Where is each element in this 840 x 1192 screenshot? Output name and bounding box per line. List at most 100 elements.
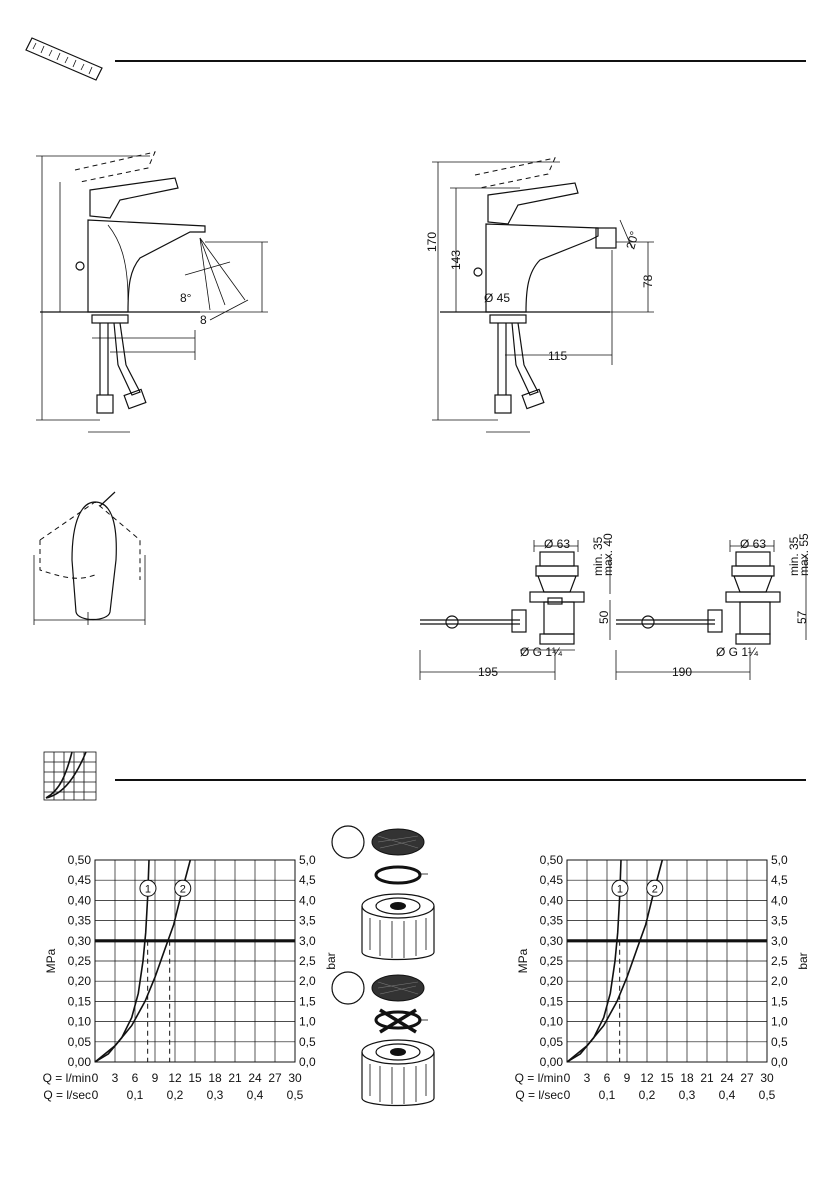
y-right-tick-label: 3,5 <box>771 914 788 928</box>
y-left-tick-label: 0,15 <box>540 994 564 1008</box>
bidet-angle: 20° <box>623 229 641 250</box>
series-label-text: 2 <box>180 883 186 895</box>
waste-set-1-drawing <box>419 540 611 680</box>
y-left-tick-label: 0,05 <box>540 1035 564 1049</box>
x-tick-label-lsec: 0,2 <box>639 1088 656 1102</box>
y-left-tick-label: 0,35 <box>68 914 92 928</box>
x-tick-label-lmin: 18 <box>208 1071 222 1085</box>
waste-set-2-drawing <box>615 540 807 680</box>
y-left-tick-label: 0,45 <box>68 873 92 887</box>
y-right-tick-label: 3,0 <box>771 934 788 948</box>
y-right-tick-label: 1,0 <box>771 1015 788 1029</box>
y-right-tick-label: 3,5 <box>299 914 316 928</box>
series-curve-2 <box>566 859 664 1063</box>
tap1-angle-b: 8 <box>200 313 207 327</box>
waste2-thread: Ø G 1¼ <box>716 645 759 659</box>
y-left-tick-label: 0,20 <box>540 974 564 988</box>
bidet-reach: 115 <box>548 349 567 363</box>
series-label-text: 1 <box>145 883 151 895</box>
y-left-tick-label: 0,15 <box>68 994 92 1008</box>
lever-top-view <box>33 491 146 625</box>
waste1-height: 50 <box>597 610 611 624</box>
y-right-tick-label: 0,0 <box>771 1055 788 1069</box>
x-tick-label-lsec: 0 <box>564 1088 571 1102</box>
series-label-circle <box>174 879 192 897</box>
series-label-text: 1 <box>617 883 623 895</box>
y-right-tick-label: 4,0 <box>771 893 788 907</box>
y-left-tick-label: 0,00 <box>68 1055 92 1069</box>
x-tick-label-lsec: 0,2 <box>167 1088 184 1102</box>
x-tick-label-lmin: 18 <box>680 1071 694 1085</box>
waste1-max: max. 40 <box>601 533 615 576</box>
waste2-length: 190 <box>672 665 692 679</box>
x-tick-label-lsec: 0,4 <box>247 1088 264 1102</box>
y-right-tick-label: 0,0 <box>299 1055 316 1069</box>
x-tick-label-lmin: 21 <box>700 1071 714 1085</box>
x-tick-label-lmin: 9 <box>624 1071 631 1085</box>
waste2-diameter: Ø 63 <box>740 537 766 551</box>
y-left-tick-label: 0,30 <box>68 934 92 948</box>
y-left-tick-label: 0,25 <box>540 954 564 968</box>
y-right-tick-label: 1,5 <box>771 994 788 1008</box>
x-tick-label-lsec: 0,1 <box>127 1088 144 1102</box>
y-left-tick-label: 0,05 <box>68 1035 92 1049</box>
waste1-thread: Ø G 1¼ <box>520 645 563 659</box>
aerator-illustration: 1 2 <box>331 825 435 1107</box>
bidet-height-170: 170 <box>425 232 439 252</box>
flow-chart-1: 0,000,050,100,150,200,250,300,350,400,45… <box>43 853 338 1102</box>
x-tick-label-lmin: 12 <box>640 1071 654 1085</box>
y-right-tick-label: 2,0 <box>299 974 316 988</box>
y-right-tick-label: 5,0 <box>771 853 788 867</box>
y-right-axis-label: bar <box>796 952 810 969</box>
x-tick-label-lsec: 0 <box>92 1088 99 1102</box>
series-curve-2 <box>94 859 192 1063</box>
x-tick-label-lmin: 27 <box>268 1071 282 1085</box>
waste1-diameter: Ø 63 <box>544 537 570 551</box>
y-right-tick-label: 3,0 <box>299 934 316 948</box>
x-tick-label-lmin: 12 <box>168 1071 182 1085</box>
y-right-tick-label: 4,5 <box>299 873 316 887</box>
ruler-icon <box>25 37 103 81</box>
y-left-tick-label: 0,45 <box>540 873 564 887</box>
y-left-tick-label: 0,40 <box>540 893 564 907</box>
waste1-length: 195 <box>478 665 498 679</box>
bidet-height-143: 143 <box>449 250 463 270</box>
waste1-min: min. 35 <box>591 536 605 576</box>
y-right-tick-label: 2,5 <box>299 954 316 968</box>
waste2-max: max. 55 <box>797 533 811 576</box>
y-right-tick-label: 4,0 <box>299 893 316 907</box>
x-tick-label-lmin: 15 <box>188 1071 202 1085</box>
bidet-diameter: Ø 45 <box>484 291 510 305</box>
y-left-tick-label: 0,40 <box>68 893 92 907</box>
x-tick-label-lmin: 27 <box>740 1071 754 1085</box>
tap1-angle-a: 8° <box>180 291 192 305</box>
x-axis-label-lmin: Q = l/min <box>515 1071 563 1085</box>
plot-frame <box>94 859 296 1063</box>
x-tick-label-lmin: 6 <box>604 1071 611 1085</box>
x-tick-label-lsec: 0,5 <box>759 1088 776 1102</box>
x-tick-label-lmin: 24 <box>720 1071 734 1085</box>
x-tick-label-lmin: 0 <box>92 1071 99 1085</box>
x-tick-label-lsec: 0,5 <box>287 1088 304 1102</box>
plot-frame <box>566 859 768 1063</box>
waste2-min: min. 35 <box>787 536 801 576</box>
y-left-axis-label: MPa <box>516 948 530 973</box>
flow-chart-2: 0,000,050,100,150,200,250,300,350,400,45… <box>515 853 810 1102</box>
flow-diagram-icon <box>43 751 97 801</box>
y-right-tick-label: 0,5 <box>299 1035 316 1049</box>
y-right-tick-label: 4,5 <box>771 873 788 887</box>
y-left-tick-label: 0,00 <box>540 1055 564 1069</box>
x-tick-label-lsec: 0,3 <box>207 1088 224 1102</box>
y-left-tick-label: 0,50 <box>540 853 564 867</box>
x-tick-label-lmin: 6 <box>132 1071 139 1085</box>
basin-mixer-drawing <box>36 151 268 433</box>
x-tick-label-lmin: 0 <box>564 1071 571 1085</box>
bidet-height-78: 78 <box>641 274 655 288</box>
x-axis-label-lmin: Q = l/min <box>43 1071 91 1085</box>
x-tick-label-lmin: 21 <box>228 1071 242 1085</box>
x-tick-label-lmin: 30 <box>288 1071 302 1085</box>
y-left-tick-label: 0,35 <box>540 914 564 928</box>
y-right-tick-label: 1,0 <box>299 1015 316 1029</box>
series-label-circle <box>646 879 664 897</box>
